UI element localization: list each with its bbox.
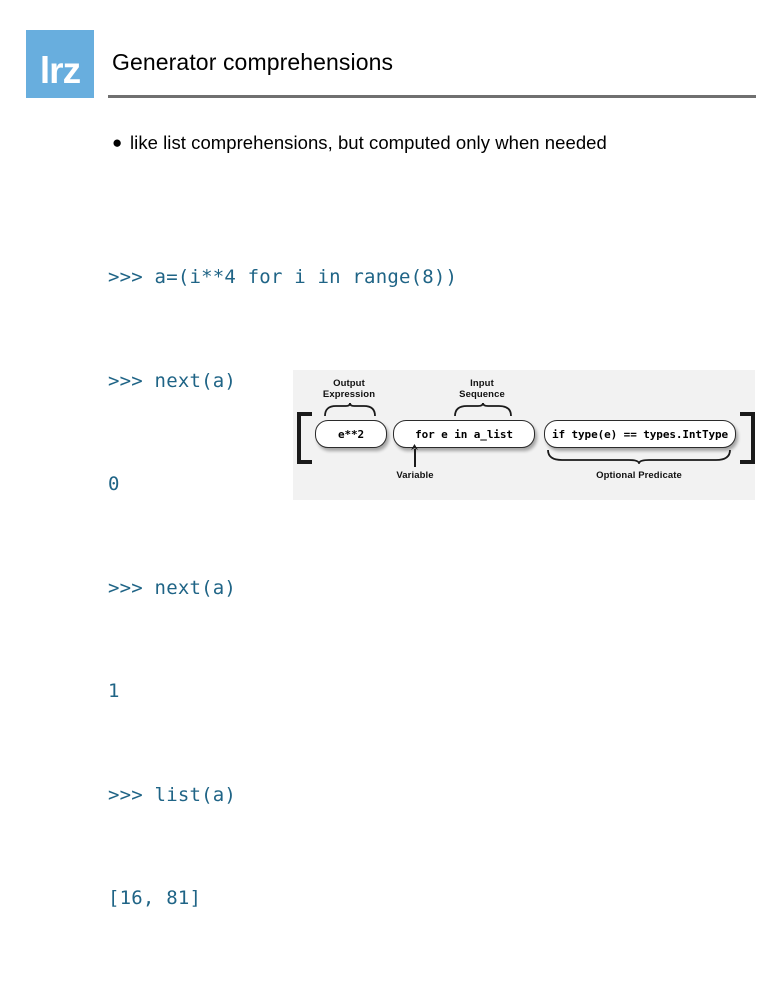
slide-body: ● like list comprehensions, but computed… [0, 108, 780, 909]
lrz-logo-text: lrz [39, 50, 81, 91]
input-sequence-brace [454, 403, 512, 417]
open-bracket [297, 412, 312, 464]
bullet-item: ● like list comprehensions, but computed… [112, 129, 692, 157]
code-line: 0 [108, 473, 120, 495]
code-line: >>> list(a) [108, 783, 237, 806]
python-code-block: >>> a=(i**4 for i in range(8)) >>> next(… [108, 191, 457, 985]
lrz-logo: lrz [26, 30, 94, 98]
variable-label: Variable [396, 470, 434, 481]
close-bracket [740, 412, 755, 464]
bullet-dot-icon: ● [112, 133, 123, 152]
code-line: >>> next(a) [108, 369, 237, 392]
code-line: [16, 81] [108, 887, 202, 909]
variable-pointer-line [414, 449, 416, 467]
title-divider [108, 95, 756, 98]
chunk-input-sequence: for e in a_list [393, 420, 535, 448]
chunk-optional-predicate: if type(e) == types.IntType [544, 420, 736, 448]
code-line: 1 [108, 680, 120, 702]
slide-header: lrz Generator comprehensions [0, 0, 780, 108]
bullet-item-label: like list comprehensions, but computed o… [130, 132, 607, 153]
code-line: >>> next(a) [108, 576, 237, 599]
code-line: >>> a=(i**4 for i in range(8)) [108, 266, 458, 288]
variable-pointer-arrow [411, 444, 418, 450]
chunk-output-expression: e**2 [315, 420, 387, 448]
output-expression-label: Output Expression [322, 378, 376, 400]
page-title: Generator comprehensions [112, 49, 394, 75]
optional-predicate-brace [547, 450, 731, 464]
input-sequence-label: Input Sequence [459, 378, 505, 400]
output-expression-brace [324, 403, 376, 417]
comprehension-anatomy-diagram: Output Expression Input Sequence e**2 fo… [293, 370, 755, 500]
optional-predicate-label: Optional Predicate [596, 470, 682, 481]
